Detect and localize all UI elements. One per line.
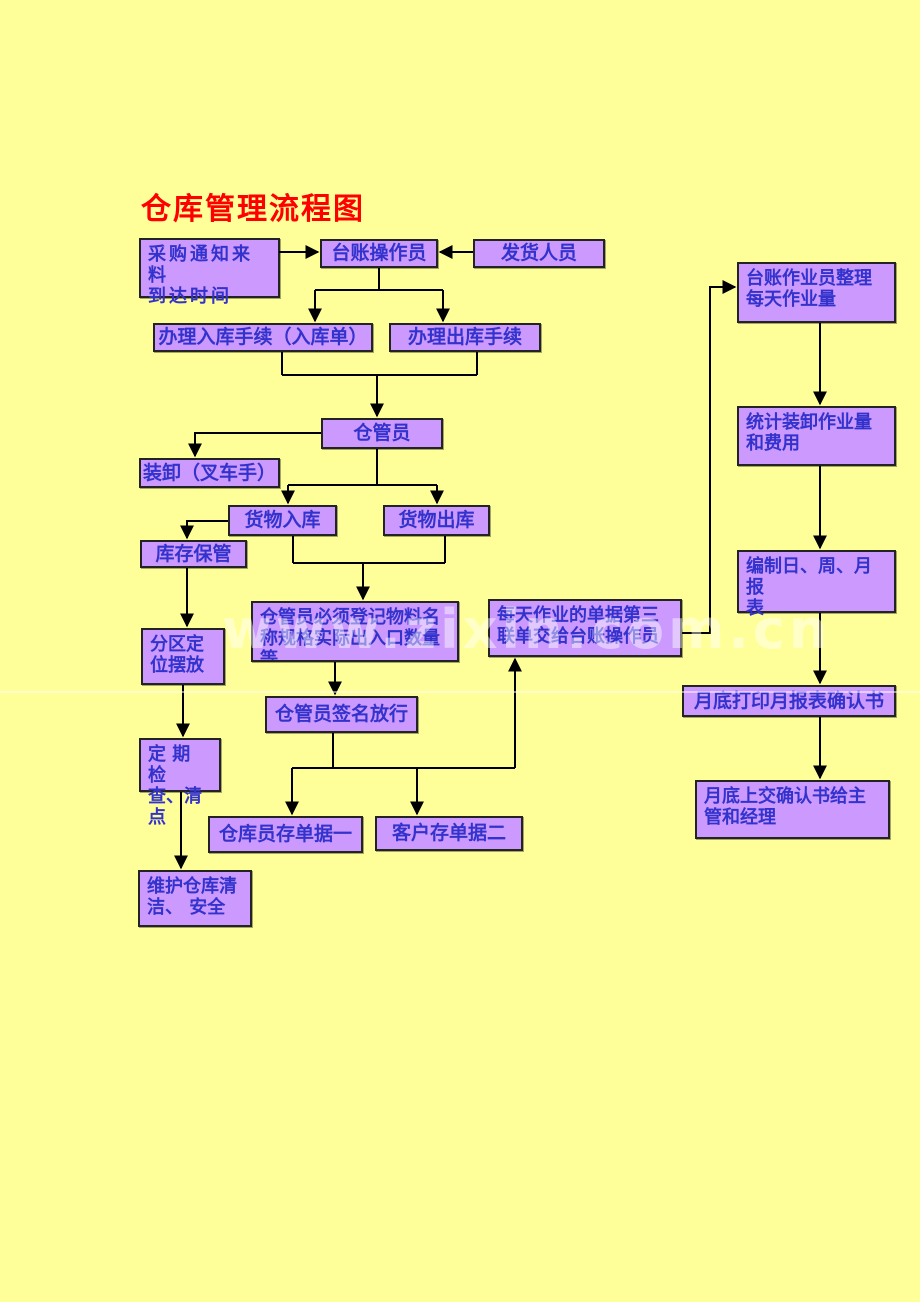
flow-node-inventory-keeping: 库存保管 bbox=[140, 540, 247, 568]
flow-connector-10 bbox=[188, 432, 321, 458]
flow-node-keeper-sign-release: 仓管员签名放行 bbox=[265, 696, 418, 733]
page-title: 仓库管理流程图 bbox=[141, 192, 365, 227]
flow-node-record-materials: 仓管员必须登记物料名 称规格实际出入口数量 等 bbox=[251, 601, 459, 662]
flow-node-keeper-copy-one: 仓库员存单据一 bbox=[208, 816, 363, 853]
flow-node-ledger-organize-daily: 台账作业员整理 每天作业量 bbox=[737, 262, 896, 323]
flow-node-outbound-procedure: 办理出库手续 bbox=[389, 323, 541, 352]
flow-node-goods-outbound: 货物出库 bbox=[383, 505, 490, 536]
flow-node-loading-forklift: 装卸（叉车手） bbox=[139, 458, 280, 488]
flow-node-stats-loading-cost: 统计装卸作业量 和费用 bbox=[737, 406, 896, 466]
flow-node-ledger-operator: 台账操作员 bbox=[320, 239, 438, 268]
flow-node-goods-inbound: 货物入库 bbox=[228, 505, 337, 536]
flow-connector-15 bbox=[180, 520, 228, 540]
flow-connector-29 bbox=[682, 280, 737, 634]
flow-node-compile-reports: 编制日、周、月报 表 bbox=[737, 550, 896, 619]
flow-node-inbound-procedure: 办理入库手续（入库单） bbox=[153, 323, 373, 352]
flow-node-zone-placement: 分区定 位摆放 bbox=[141, 628, 225, 685]
flow-node-purchase-notice: 采购通知来料 到达时间 bbox=[139, 238, 280, 307]
flow-node-customer-copy-two: 客户存单据二 bbox=[375, 816, 523, 851]
flow-node-month-print-confirm: 月底打印月报表确认书 bbox=[682, 685, 896, 717]
flow-node-month-submit-confirm: 月底上交确认书给主 管和经理 bbox=[695, 780, 890, 839]
flow-node-warehouse-keeper: 仓管员 bbox=[321, 418, 443, 449]
flow-node-shipping-staff: 发货人员 bbox=[473, 239, 605, 268]
flow-node-daily-docs-to-ledger: 每天作业的单据第三 联单交给台账操作员 bbox=[488, 599, 682, 657]
flow-node-maintain-clean-safe: 维护仓库清 洁、 安全 bbox=[138, 870, 252, 927]
flow-node-periodic-check: 定 期 检 查、清点 bbox=[139, 738, 221, 828]
